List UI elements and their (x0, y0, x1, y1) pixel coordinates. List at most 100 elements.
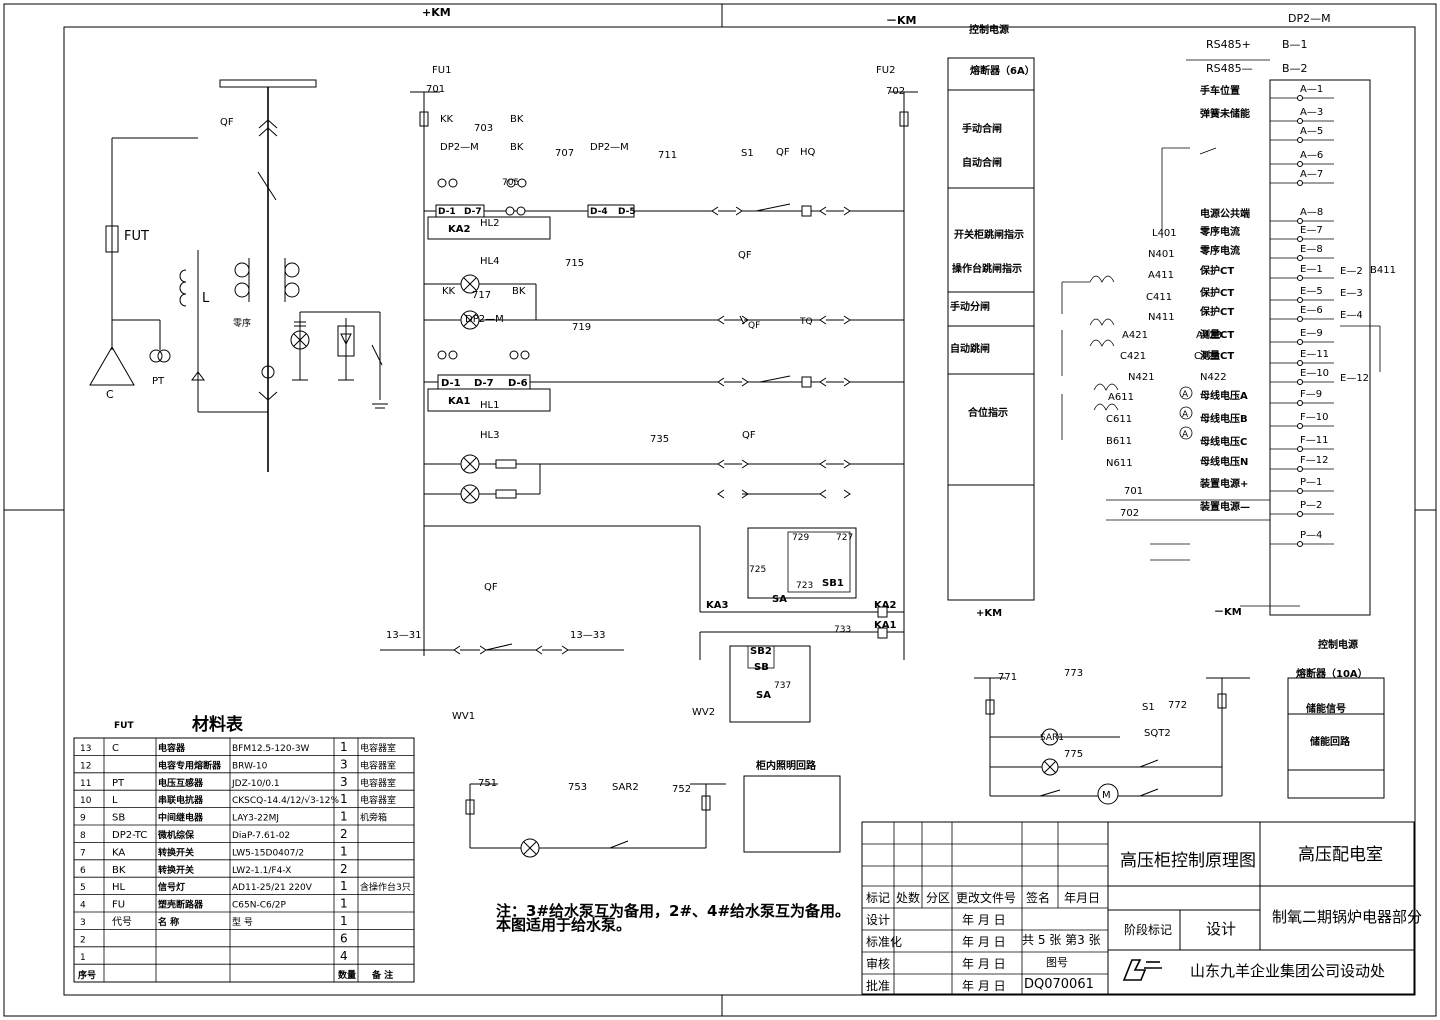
panel-item-5: 手动分闸 (950, 300, 990, 313)
mat-note: 含操作台3只 (360, 881, 411, 893)
qf5-label: QF (484, 582, 498, 593)
terminal-row-label: 保护CT (1199, 305, 1234, 318)
control-circuit: FU1 701 FU2 702 KK 703 BK DP2—M BK 707 D… (380, 65, 918, 723)
terminal-row-label: 母线电压A (1200, 389, 1248, 402)
sa2-label: SA (756, 690, 771, 701)
dp2m-c-label: DP2—M (465, 314, 504, 325)
location-label: 高压配电室 (1298, 845, 1383, 865)
sar1-lamp-icon (1041, 728, 1059, 746)
terminal-row-term: F—12 (1300, 455, 1328, 466)
title-block: 标记处数分区更改文件号签名年月日设计年 月 日标准化年 月 日审核年 月 日批准… (861, 821, 1422, 995)
km-neg-label: －KM (1214, 607, 1242, 618)
pos-bus-label: +KM (422, 6, 451, 19)
svg-text:A: A (1182, 410, 1189, 420)
hl2-label: HL2 (480, 218, 499, 229)
bk3-label: BK (512, 286, 526, 297)
wire-a421: A421 (1122, 330, 1148, 341)
stage-label: 阶段标记 (1124, 922, 1172, 937)
neg-bus-label: －KM (886, 14, 916, 27)
n702-label: 702 (886, 86, 905, 97)
mat-qty: 4 (340, 949, 348, 963)
mat-spec: AD11-25/21 220V (232, 883, 313, 893)
bk2-label: BK (510, 142, 524, 153)
n753-label: 753 (568, 782, 587, 793)
mat-note: 电容器室 (360, 742, 396, 754)
d1b-label: D-1 (441, 378, 461, 389)
tb-date: 年 月 日 (962, 979, 1006, 993)
terminal-row-label: 母线电压B (1200, 412, 1248, 425)
terminal-row-term: P—4 (1300, 530, 1322, 541)
dp2m-a-label: DP2—M (440, 142, 479, 153)
terminal-row-term: E—9 (1300, 328, 1323, 339)
wire-701: 701 (1124, 486, 1143, 497)
hl4-label: HL4 (480, 256, 499, 267)
tb-header: 分区 (926, 891, 950, 905)
mat-name: 转换开关 (158, 846, 194, 858)
e-side-3: E—12 (1340, 373, 1369, 384)
mat-name: 串联电抗器 (158, 794, 204, 806)
n751-label: 751 (478, 778, 497, 789)
mat-spec: BRW-10 (232, 761, 268, 771)
mat-no: 8 (80, 831, 86, 841)
panel-item-6: 自动跳闸 (950, 342, 990, 355)
mat-no: 1 (80, 953, 86, 963)
n729-label: 729 (792, 533, 809, 543)
wire-c411: C411 (1146, 292, 1172, 303)
terminal-row-label: 保护CT (1199, 286, 1234, 299)
wire-a411: A411 (1148, 270, 1174, 281)
b2-label: B—2 (1282, 62, 1308, 75)
mat-qty: 3 (340, 757, 348, 771)
tb-header: 标记 (866, 891, 890, 905)
primary-circuit: QF 零序 L FUT C (89, 79, 388, 472)
qf-bottom-contact-icon (258, 391, 278, 401)
ka3-label: KA3 (706, 600, 728, 611)
mat-name: 电容专用熔断器 (158, 759, 222, 771)
terminal-row-label: 弹簧未储能 (1200, 107, 1250, 120)
drawing-no: DQ070061 (1024, 977, 1094, 992)
n703-label: 703 (474, 123, 493, 134)
note-line-1: 注：3#给水泵互为备用，2#、4#给水泵互为备用。 (496, 902, 850, 920)
d4-d5-terminal (587, 204, 635, 218)
wire-b611: B611 (1106, 436, 1132, 447)
mat-code: C (112, 743, 119, 754)
tb-header: 更改文件号 (956, 890, 1016, 905)
terminal-row-term: P—2 (1300, 500, 1322, 511)
mat-qty: 2 (340, 862, 348, 876)
terminal-row-term: A—8 (1300, 207, 1323, 218)
ct-coils-icon (234, 258, 300, 302)
terminal-row: A—7 (1270, 169, 1334, 186)
d1a-label: D-1 (438, 207, 456, 217)
mat-qty: 1 (340, 810, 348, 824)
mat-note: 机旁箱 (360, 812, 387, 824)
fan-fuse-label: 熔断器（10A） (1296, 667, 1368, 680)
ka1-label: KA1 (448, 396, 470, 407)
drawing-no-label: 图号 (1046, 956, 1068, 969)
mat-qty: 3 (340, 775, 348, 789)
mat-qty: 6 (340, 931, 348, 945)
qf4-label: QF (742, 430, 756, 441)
mat-spec: 型 号 (232, 917, 253, 928)
sb1-label: SB1 (822, 578, 844, 589)
sar1-label: SAR1 (1040, 733, 1064, 743)
drawing-title: 高压柜控制原理图 (1120, 851, 1256, 871)
mat-no: 3 (80, 918, 86, 928)
mat-no: 12 (80, 761, 91, 771)
e-side-0: E—2 (1340, 266, 1363, 277)
materials-footer-qty: 数量 (338, 969, 356, 981)
project-label: 制氧二期锅炉电器部分 (1272, 908, 1422, 926)
mat-qty: 1 (340, 740, 348, 754)
mat-no: 4 (80, 901, 86, 911)
svg-text:A: A (1182, 390, 1189, 400)
n725-label: 725 (749, 565, 766, 575)
ammeter-c-icon (1179, 426, 1193, 440)
rs485n-label: RS485— (1206, 62, 1253, 75)
wire-l401: L401 (1152, 228, 1177, 239)
indicator-lamp-icon (290, 330, 310, 350)
